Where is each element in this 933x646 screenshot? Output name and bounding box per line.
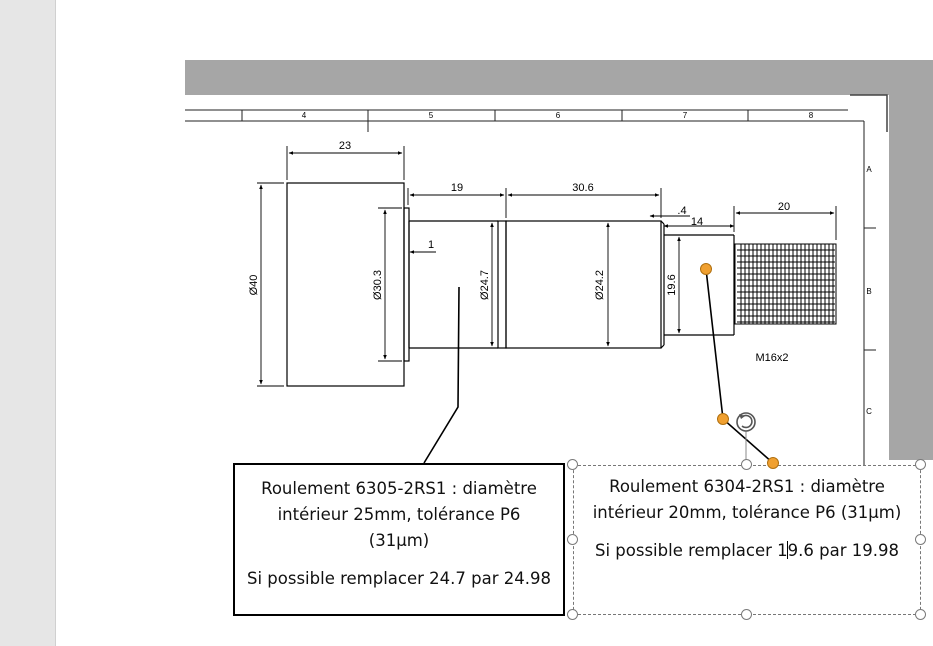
resize-handle-se[interactable]	[915, 609, 926, 620]
callout-box-left[interactable]: Roulement 6305-2RS1 : diamètre intérieur…	[233, 463, 565, 616]
text-cursor	[787, 541, 789, 559]
row-label: C	[866, 407, 872, 416]
rotate-icon[interactable]	[736, 412, 756, 432]
callout-text-line: Roulement 6304-2RS1 : diamètre	[609, 477, 885, 496]
row-label: B	[866, 287, 871, 296]
dim-label: .4	[677, 205, 686, 217]
resize-handle-ne[interactable]	[915, 459, 926, 470]
leader-adjust-handle[interactable]	[767, 457, 779, 469]
callout-note-part: Si possible remplacer 1	[594, 541, 788, 560]
callout-text-line: Roulement 6305-2RS1 : diamètre	[261, 479, 537, 498]
dim-label: 19.6	[666, 274, 678, 295]
column-label: 4	[302, 111, 307, 120]
leader-adjust-handle[interactable]	[700, 263, 712, 275]
row-label: A	[866, 165, 872, 174]
column-label: 6	[556, 111, 561, 120]
dim-label: 14	[691, 216, 703, 228]
document-gutter	[0, 0, 56, 646]
dim-label: 23	[339, 140, 351, 152]
image-area	[185, 95, 889, 475]
dim-label: Ø30.3	[372, 270, 384, 300]
column-label: 7	[683, 111, 688, 120]
callout-text-line: intérieur 20mm, tolérance P6 (31µm)	[592, 503, 902, 522]
resize-handle-w[interactable]	[567, 534, 578, 545]
leader-adjust-handle[interactable]	[717, 413, 729, 425]
callout-note[interactable]: Si possible remplacer 19.6 par 19.98	[574, 538, 920, 564]
dim-label: 1	[428, 239, 434, 251]
column-label: 5	[429, 111, 434, 120]
resize-handle-sw[interactable]	[567, 609, 578, 620]
dim-label: 30.6	[572, 182, 593, 194]
callout-text-line: (31µm)	[368, 531, 430, 550]
shaft-outline	[286, 182, 735, 387]
drawing-frame	[185, 109, 876, 470]
thread-hatch	[734, 243, 837, 325]
thread-label: M16x2	[755, 352, 788, 364]
dimension-lines	[257, 146, 837, 387]
image-shadow-right	[889, 60, 933, 460]
dim-label: 20	[778, 201, 790, 213]
callout-box-right[interactable]: Roulement 6304-2RS1 : diamètre intérieur…	[573, 465, 921, 615]
image-shadow-top	[185, 60, 933, 96]
column-label: 8	[809, 111, 814, 120]
callout-left-leader	[423, 286, 460, 464]
resize-handle-e[interactable]	[915, 534, 926, 545]
callout-note: Si possible remplacer 24.7 par 24.98	[246, 569, 551, 588]
dim-label: Ø24.2	[594, 270, 606, 300]
resize-handle-n[interactable]	[741, 459, 752, 470]
dim-label: Ø24.7	[479, 270, 491, 300]
callout-note-part: 9.6 par 19.98	[787, 541, 899, 560]
callout-text-line: intérieur 25mm, tolérance P6	[277, 505, 521, 524]
resize-handle-s[interactable]	[741, 609, 752, 620]
resize-handle-nw[interactable]	[567, 459, 578, 470]
dim-label: 19	[451, 182, 463, 194]
dim-label: Ø40	[248, 275, 260, 296]
